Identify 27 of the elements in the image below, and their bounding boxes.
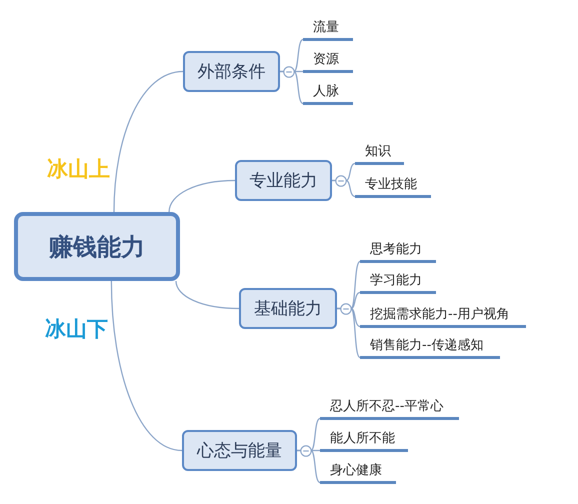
connector-line bbox=[337, 308, 360, 358]
underlined-subtopic: 资源 bbox=[303, 49, 353, 73]
connector-line bbox=[332, 180, 356, 198]
underlined-subtopic: 身心健康 bbox=[320, 460, 396, 484]
underlined-subtopic: 学习能力 bbox=[360, 270, 436, 294]
central-topic-box: 赚钱能力 bbox=[14, 212, 180, 281]
underlined-subtopic: 能人所不能 bbox=[320, 428, 408, 452]
section-label: 冰山上 bbox=[47, 157, 110, 181]
topic-box: 基础能力 bbox=[239, 288, 337, 329]
underlined-subtopic: 知识 bbox=[355, 141, 404, 165]
topic-box: 外部条件 bbox=[183, 51, 280, 92]
underlined-subtopic: 流量 bbox=[303, 17, 353, 41]
underlined-subtopic: 销售能力--传递感知 bbox=[360, 335, 500, 359]
underlined-subtopic: 人脉 bbox=[303, 81, 353, 105]
underlined-subtopic: 思考能力 bbox=[360, 239, 436, 263]
connector-line bbox=[168, 180, 236, 212]
underlined-subtopic: 挖掘需求能力--用户视角 bbox=[360, 304, 526, 328]
topic-box: 心态与能量 bbox=[182, 430, 297, 471]
connector-line bbox=[110, 280, 182, 452]
connector-line bbox=[175, 280, 240, 310]
underlined-subtopic: 忍人所不忍--平常心 bbox=[320, 396, 459, 420]
connector-line bbox=[280, 70, 304, 104]
connector-line bbox=[113, 70, 184, 212]
underlined-subtopic: 专业技能 bbox=[355, 174, 431, 198]
section-label: 冰山下 bbox=[45, 317, 108, 341]
topic-box: 专业能力 bbox=[235, 160, 332, 201]
connector-line bbox=[297, 450, 320, 484]
